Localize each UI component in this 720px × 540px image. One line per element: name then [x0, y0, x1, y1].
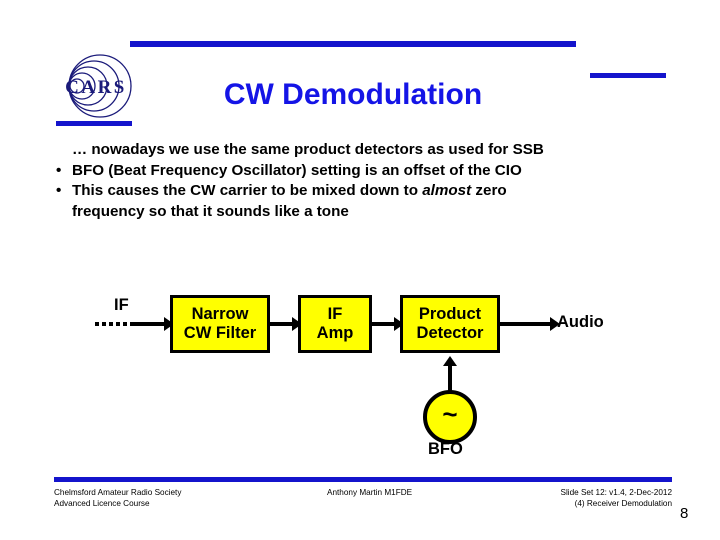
footer-right: Slide Set 12: v1.4, 2-Dec-2012 (4) Recei…	[452, 487, 672, 509]
wire-ifamp-to-detector	[372, 322, 396, 326]
lead-line: … nowadays we use the same product detec…	[72, 141, 544, 158]
footer-right-line1: Slide Set 12: v1.4, 2-Dec-2012	[560, 488, 672, 497]
arrow-into-ifamp-icon	[292, 317, 302, 331]
block-narrow-cw-filter[interactable]: Narrow CW Filter	[170, 295, 270, 353]
cars-logo: CARS	[48, 53, 144, 119]
wire-detector-to-audio	[500, 322, 552, 326]
bullet-marker: •	[56, 161, 62, 179]
header-rule-left	[56, 121, 132, 126]
bullet-marker: •	[56, 182, 62, 199]
bullet-item-1: • BFO (Beat Frequency Oscillator) settin…	[52, 161, 672, 182]
footer-left-line1: Chelmsford Amateur Radio Society	[54, 488, 182, 497]
body-text-block: … nowadays we use the same product detec…	[52, 140, 672, 222]
bullet-item-1-text: BFO (Beat Frequency Oscillator) setting …	[72, 161, 522, 179]
footer-rule	[54, 477, 672, 482]
block-product-detector-line1: Product	[418, 305, 482, 323]
arrow-into-audio-icon	[550, 317, 560, 331]
wire-filter-to-ifamp	[270, 322, 294, 326]
svg-text:CARS: CARS	[65, 77, 127, 98]
wire-bfo-to-detector	[448, 365, 452, 395]
footer-center: Anthony Martin M1FDE	[327, 487, 412, 498]
oscillator-label: BFO	[428, 440, 463, 458]
bullet-item-2: • This causes the CW carrier to be mixed…	[52, 181, 672, 202]
oscillator-symbol-icon[interactable]: ~	[423, 390, 477, 444]
block-product-detector-line2: Detector	[416, 324, 484, 342]
arrow-into-filter-icon	[164, 317, 174, 331]
footer-center-line1: Anthony Martin M1FDE	[327, 488, 413, 497]
diagram-input-label: IF	[114, 296, 129, 314]
bullet-item-2-text-emph: almost	[422, 182, 472, 199]
header-rule-right	[590, 73, 666, 78]
block-product-detector[interactable]: Product Detector	[400, 295, 500, 353]
block-if-amp-line2: Amp	[316, 324, 354, 342]
block-if-amp[interactable]: IF Amp	[298, 295, 372, 353]
footer-left: Chelmsford Amateur Radio Society Advance…	[54, 487, 181, 509]
block-if-amp-line1: IF	[327, 305, 343, 323]
slide-title: CW Demodulation	[223, 78, 483, 111]
block-narrow-cw-filter-line1: Narrow	[191, 305, 249, 323]
footer-left-line2: Advanced Licence Course	[54, 499, 150, 508]
arrow-up-into-detector-icon	[443, 356, 457, 366]
diagram-output-label: Audio	[557, 313, 604, 331]
sine-wave-glyph: ~	[442, 399, 458, 429]
block-diagram: IF Narrow CW Filter IF Amp Product Detec…	[0, 270, 720, 470]
bullet-item-2-text-pre: This causes the CW carrier to be mixed d…	[72, 182, 423, 199]
wire-input-solid	[131, 322, 166, 326]
wire-input-dashed	[95, 322, 131, 326]
arrow-into-detector-icon	[394, 317, 404, 331]
bullet-item-2-continuation: frequency so that it sounds like a tone	[72, 202, 349, 220]
bullet-item-2-text-post: zero	[471, 182, 507, 199]
page-number: 8	[680, 505, 689, 522]
footer-right-line2: (4) Receiver Demodulation	[574, 499, 672, 508]
header-rule-top	[130, 41, 576, 47]
block-narrow-cw-filter-line2: CW Filter	[183, 324, 257, 342]
